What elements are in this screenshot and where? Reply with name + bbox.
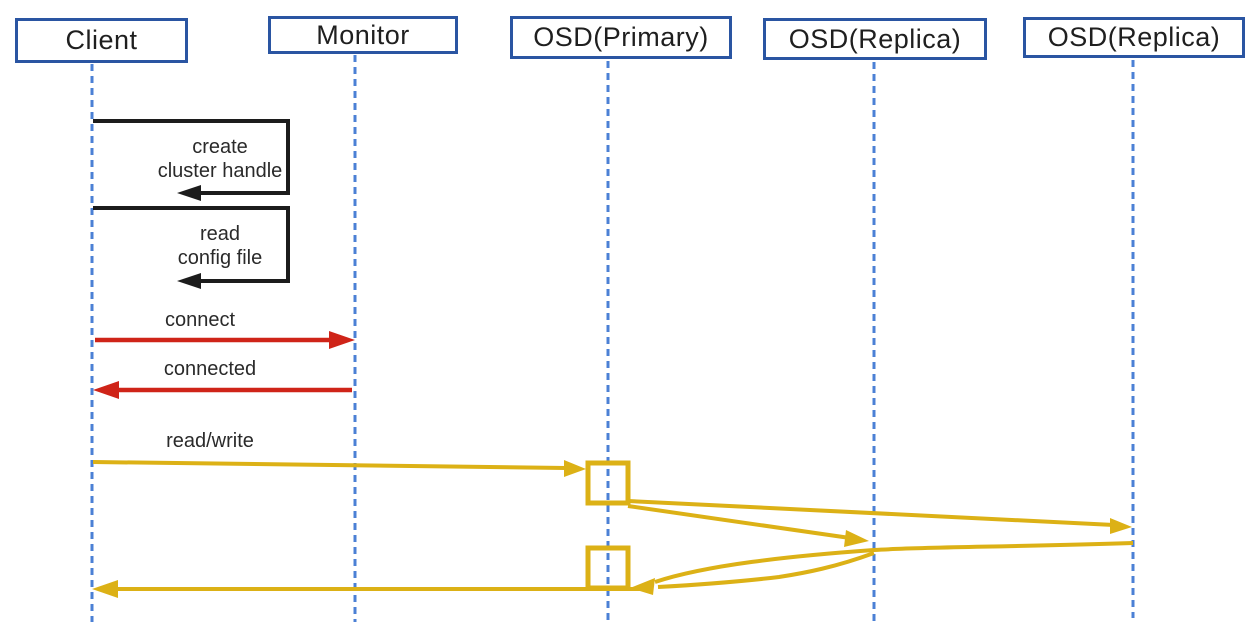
actor-osd-replica-1-label: OSD(Replica): [788, 23, 962, 54]
actor-client-label: Client: [65, 25, 138, 55]
activation-primary-1: [585, 460, 631, 506]
arrowhead-acks-to-primary: [630, 578, 655, 595]
label-connected: connected: [164, 358, 256, 380]
actor-osd-primary: OSD(Primary): [510, 16, 732, 59]
arrowhead-read-config-file: [177, 273, 201, 289]
arrowhead-replicate-to-replica-2: [1110, 518, 1132, 534]
arrowhead-connect: [329, 331, 355, 349]
message-replicate-to-replica-1: [627, 504, 851, 540]
actor-osd-replica-2: OSD(Replica): [1023, 17, 1245, 58]
message-read-write: [92, 460, 567, 470]
arrowhead-replicate-to-replica-1: [844, 530, 869, 547]
label-connect: connect: [165, 309, 235, 331]
actor-osd-primary-label: OSD(Primary): [533, 22, 709, 52]
arrowhead-create-cluster-handle: [177, 185, 201, 201]
message-replicate-to-replica-2: [627, 499, 1115, 527]
label-read-line2: config file: [178, 247, 263, 269]
actor-client: Client: [15, 18, 188, 63]
arrowhead-connected: [93, 381, 119, 399]
message-ack-from-replica-2: [654, 541, 1134, 584]
actor-monitor-label: Monitor: [316, 19, 410, 50]
actor-monitor: Monitor: [268, 16, 458, 54]
actor-osd-replica-1: OSD(Replica): [763, 18, 987, 60]
message-ack-from-replica-1: [657, 551, 875, 589]
label-read-line1: read: [200, 223, 240, 245]
actor-osd-replica-2-label: OSD(Replica): [1047, 22, 1221, 52]
arrowhead-ack-to-client: [92, 580, 118, 598]
label-create-line2: cluster handle: [158, 160, 283, 182]
label-create-line1: create: [192, 136, 248, 158]
self-message-create-cluster-handle: [93, 119, 290, 195]
arrowhead-read-write: [564, 460, 586, 477]
label-read-write: read/write: [166, 430, 254, 452]
self-message-read-config-file: [93, 206, 290, 283]
